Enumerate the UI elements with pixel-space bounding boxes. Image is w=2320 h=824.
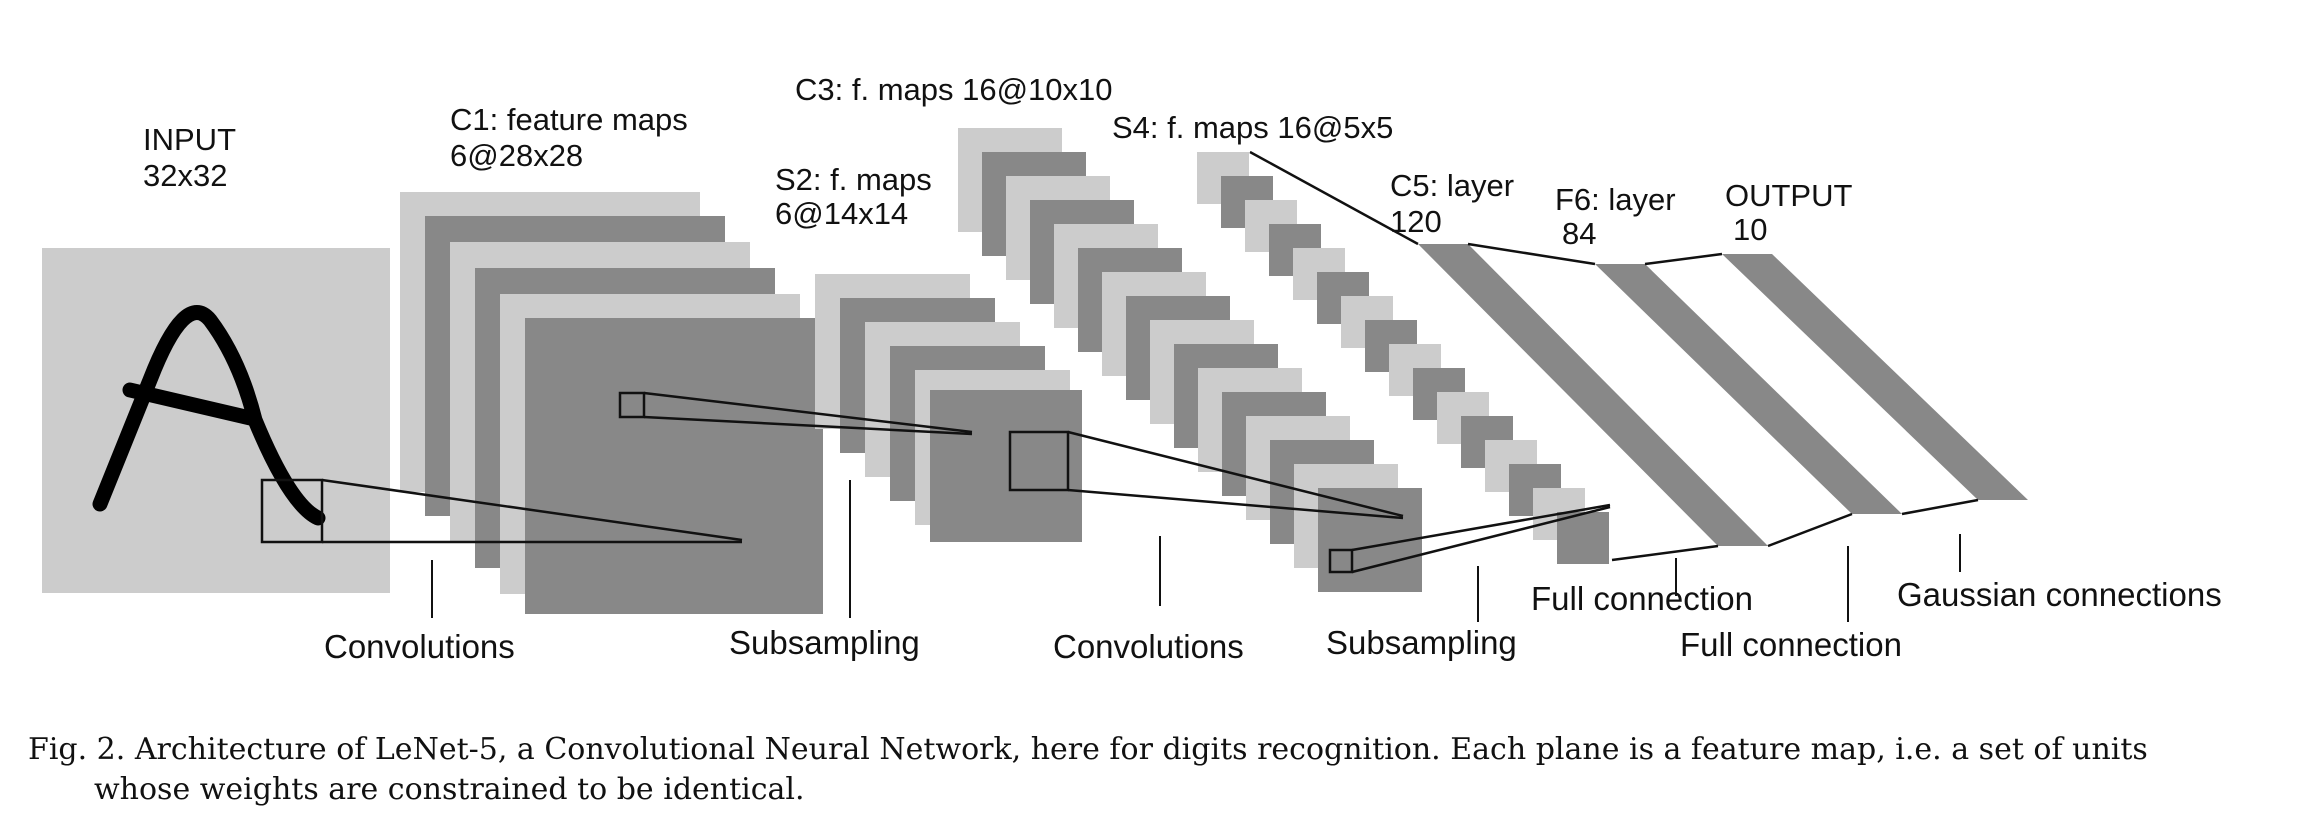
operation-ticks	[431, 480, 1961, 622]
op-convolutions-2: Convolutions	[1053, 628, 1244, 665]
c3-label: C3: f. maps 16@10x10	[795, 72, 1113, 107]
s2-size-label: 6@14x14	[775, 196, 908, 231]
output-size-label: 10	[1733, 212, 1767, 247]
caption-line-2: whose weights are constrained to be iden…	[94, 772, 805, 807]
c5-size-label: 120	[1390, 204, 1442, 239]
c3-feature-maps	[958, 128, 1422, 592]
op-full-connection-2: Full connection	[1680, 626, 1902, 663]
op-full-connection-1: Full connection	[1531, 580, 1753, 617]
output-label: OUTPUT	[1725, 178, 1853, 213]
c5-label: C5: layer	[1390, 168, 1514, 203]
layer-labels: INPUT 32x32 C1: feature maps 6@28x28 S2:…	[143, 72, 1853, 251]
f6-size-label: 84	[1562, 216, 1596, 251]
c1-label: C1: feature maps	[450, 102, 688, 137]
output-layer	[1722, 254, 2028, 500]
connection-lines	[260, 150, 1979, 574]
operation-labels: Convolutions Subsampling Convolutions Su…	[324, 576, 2222, 665]
handwritten-a-glyph	[92, 305, 326, 526]
feature-map-plane	[1557, 512, 1609, 564]
input-plane	[42, 248, 390, 593]
op-gaussian-connections: Gaussian connections	[1897, 576, 2222, 613]
f6-label: F6: layer	[1555, 182, 1676, 217]
s4-feature-maps	[1197, 152, 1609, 564]
c1-feature-maps	[400, 192, 823, 614]
figure-caption: Fig. 2. Architecture of LeNet-5, a Convo…	[28, 730, 2298, 810]
input-label: INPUT	[143, 122, 236, 157]
s2-label: S2: f. maps	[775, 162, 932, 197]
c5-layer	[1418, 244, 1768, 546]
c1-size-label: 6@28x28	[450, 138, 583, 173]
caption-line-1: Fig. 2. Architecture of LeNet-5, a Convo…	[28, 732, 2148, 767]
s2-feature-maps	[815, 274, 1082, 542]
input-size-label: 32x32	[143, 158, 227, 193]
op-subsampling-1: Subsampling	[729, 624, 920, 661]
op-subsampling-2: Subsampling	[1326, 624, 1517, 661]
op-convolutions-1: Convolutions	[324, 628, 515, 665]
s4-label: S4: f. maps 16@5x5	[1112, 110, 1393, 145]
f6-layer	[1595, 264, 1902, 514]
